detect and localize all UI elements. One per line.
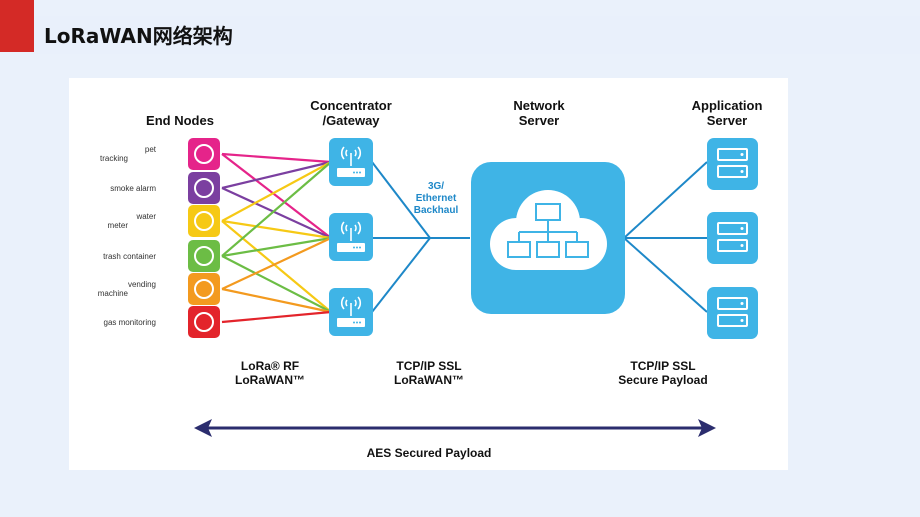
secure-protocol-line1: TCP/IP SSL	[630, 359, 695, 373]
server-icon	[717, 148, 748, 178]
cloud-icon	[490, 190, 607, 270]
node-link	[221, 287, 332, 314]
node-label-line2: meter	[108, 221, 129, 230]
node-label-line1: vending	[128, 280, 156, 289]
rf-protocol-line2: LoRaWAN™	[235, 373, 305, 387]
app-server-1	[707, 138, 758, 190]
aes-label: AES Secured Payload	[367, 446, 492, 460]
gateways	[329, 138, 373, 336]
icon-glyph	[194, 178, 214, 198]
end-node: gas monitoring	[104, 306, 220, 338]
icon-glyph	[194, 246, 214, 266]
server-header-line1: Network	[513, 98, 565, 113]
antenna-icon	[340, 221, 362, 241]
app-server-2	[707, 212, 758, 264]
gateway-header-line1: Concentrator	[310, 98, 392, 113]
gateway-header-line2: /Gateway	[322, 113, 380, 128]
gateway-2	[329, 213, 373, 261]
node-link	[221, 187, 332, 239]
node-link	[221, 236, 332, 258]
node-link	[221, 220, 332, 313]
paw-icon	[188, 138, 220, 170]
icon-glyph	[194, 144, 214, 164]
end-nodes: pet tracking smoke alarm water meter trash co…	[98, 138, 220, 338]
node-link	[221, 161, 332, 222]
node-label-line1: smoke alarm	[110, 184, 156, 193]
trash-icon	[188, 240, 220, 272]
node-link	[221, 153, 332, 239]
server-icon	[717, 222, 748, 252]
gateway-1	[329, 138, 373, 186]
node-label-line2: machine	[98, 289, 129, 298]
node-link	[221, 160, 332, 190]
node-label-line1: gas monitoring	[104, 318, 156, 327]
water-meter-icon	[188, 205, 220, 237]
end-nodes-header: End Nodes	[146, 113, 214, 128]
smoke-alarm-icon	[188, 172, 220, 204]
app-header-line1: Application	[692, 98, 763, 113]
app-header-line2: Server	[707, 113, 747, 128]
node-link	[221, 152, 332, 164]
node-link	[221, 219, 332, 240]
node-label-line1: water	[135, 212, 156, 221]
icon-glyph	[194, 312, 214, 332]
network-topology-icon	[507, 203, 589, 258]
antenna-icon	[340, 296, 362, 316]
node-link	[221, 237, 332, 290]
title-accent-bar	[0, 0, 34, 52]
server-icon	[717, 297, 748, 327]
aes-double-arrow	[194, 419, 716, 437]
icon-glyph	[194, 279, 214, 299]
gateway-server-links	[371, 161, 470, 313]
node-link	[221, 161, 332, 257]
node-label-line2: tracking	[100, 154, 128, 163]
backhaul-label-line1: 3G/	[428, 181, 444, 192]
server-app-links	[623, 161, 708, 313]
node-label-line1: pet	[145, 145, 157, 154]
application-servers	[707, 138, 758, 339]
node-link	[221, 310, 332, 324]
end-node: trash container	[103, 240, 220, 272]
title-bar	[34, 16, 920, 54]
node-gateway-links	[221, 152, 332, 324]
gas-tank-icon	[188, 306, 220, 338]
backhaul-label-line3: Backhaul	[414, 205, 459, 216]
vending-machine-icon	[188, 273, 220, 305]
end-node: pet tracking	[100, 138, 220, 170]
app-server-3	[707, 287, 758, 339]
node-label-line1: trash container	[103, 252, 156, 261]
secure-protocol-line2: Secure Payload	[618, 373, 707, 387]
page-title: LoRaWAN网络架构	[44, 24, 233, 48]
backhaul-label-line2: Ethernet	[416, 193, 457, 204]
end-node: water meter	[108, 205, 220, 237]
server-header-line2: Server	[519, 113, 559, 128]
end-node: smoke alarm	[110, 172, 220, 204]
antenna-icon	[340, 146, 362, 166]
rf-protocol-line1: LoRa® RF	[241, 359, 299, 373]
tcp-protocol-line2: LoRaWAN™	[394, 373, 464, 387]
tcp-protocol-line1: TCP/IP SSL	[396, 359, 461, 373]
icon-glyph	[194, 211, 214, 231]
gateway-3	[329, 288, 373, 336]
node-link	[221, 255, 332, 313]
network-server	[471, 162, 625, 314]
